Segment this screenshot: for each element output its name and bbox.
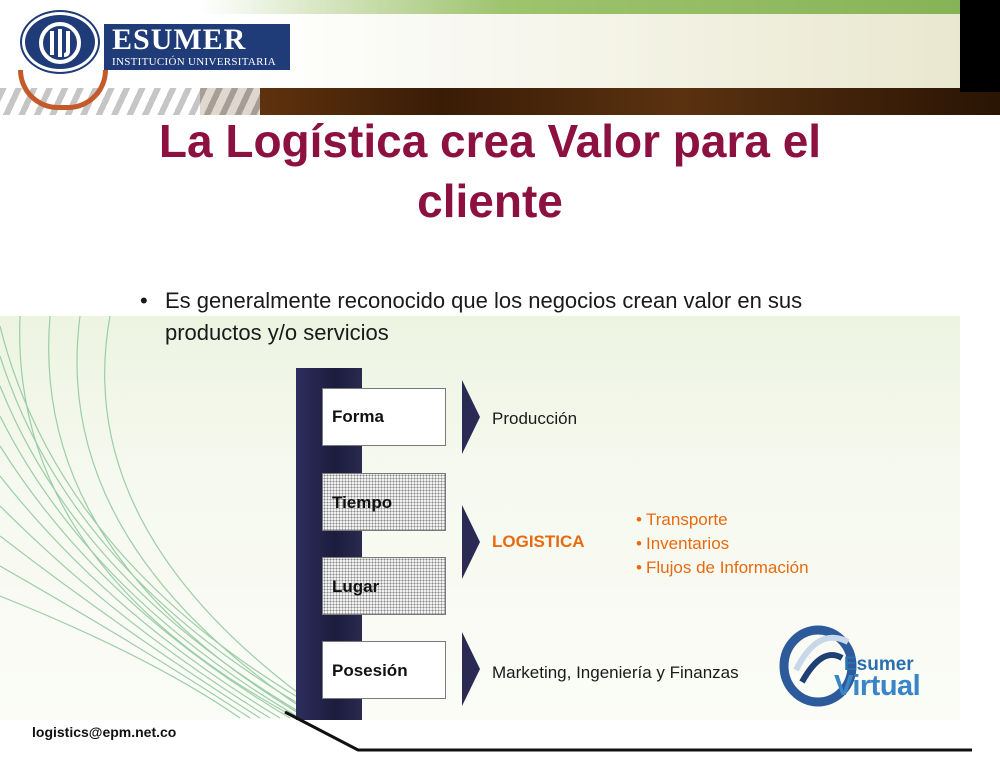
virtual-logo-bottom: Virtual — [834, 670, 921, 702]
virtual-logo-top: Esumer — [844, 654, 914, 675]
header-photo-strip — [200, 88, 1000, 115]
logo-plate — [104, 24, 290, 70]
logistica-item-flujos: Flujos de Información — [636, 556, 876, 580]
box-lugar-label: Lugar — [332, 577, 380, 596]
box-tiempo-label: Tiempo — [332, 493, 393, 512]
outcome-marketing: Marketing, Ingeniería y Finanzas — [492, 663, 739, 682]
virtual-e-icon — [779, 625, 857, 707]
bullet-line-2: productos y/o servicios — [165, 320, 389, 345]
box-posesion: Posesión — [322, 641, 446, 699]
logistica-item-inventarios: Inventarios — [636, 532, 876, 556]
footer-line — [284, 710, 972, 752]
box-lugar: Lugar — [322, 557, 446, 615]
mesh-decoration — [0, 316, 330, 720]
box-posesion-label: Posesión — [332, 661, 408, 680]
bullet-point: • Es generalmente reconocido que los neg… — [140, 285, 990, 349]
logistica-list: Transporte Inventarios Flujos de Informa… — [636, 508, 876, 580]
title-line-2: cliente — [417, 174, 563, 227]
arrow-right-icon — [462, 380, 480, 454]
esumer-logo: ESUMER INSTITUCIÓN UNIVERSITARIA — [22, 12, 290, 72]
outcome-produccion: Producción — [492, 409, 578, 428]
header-black-corner — [960, 0, 1000, 92]
title-line-1: La Logística crea Valor para el — [158, 115, 822, 167]
box-tiempo: Tiempo — [322, 473, 446, 531]
arrow-right-icon — [462, 505, 480, 579]
slide-title: La Logística crea Valor para el cliente — [40, 112, 940, 232]
logistica-item-transporte: Transporte — [636, 508, 876, 532]
header-banner: ESUMER INSTITUCIÓN UNIVERSITARIA — [0, 0, 1000, 115]
header-green-strip — [200, 0, 960, 14]
box-forma-label: Forma — [332, 407, 384, 426]
arrow-right-icon — [462, 632, 480, 706]
esumer-virtual-logo: Esumer Virtual — [778, 618, 953, 708]
esumer-emblem-icon — [22, 12, 98, 72]
outcome-logistica: LOGISTICA — [492, 532, 585, 551]
logo-subtitle: INSTITUCIÓN UNIVERSITARIA — [112, 56, 276, 68]
contact-email: logistics@epm.net.co — [32, 724, 177, 740]
bullet-line-1: Es generalmente reconocido que los negoc… — [165, 288, 803, 313]
box-forma: Forma — [322, 388, 446, 446]
logo-name: ESUMER — [112, 23, 247, 56]
bullet-marker: • — [140, 288, 148, 313]
